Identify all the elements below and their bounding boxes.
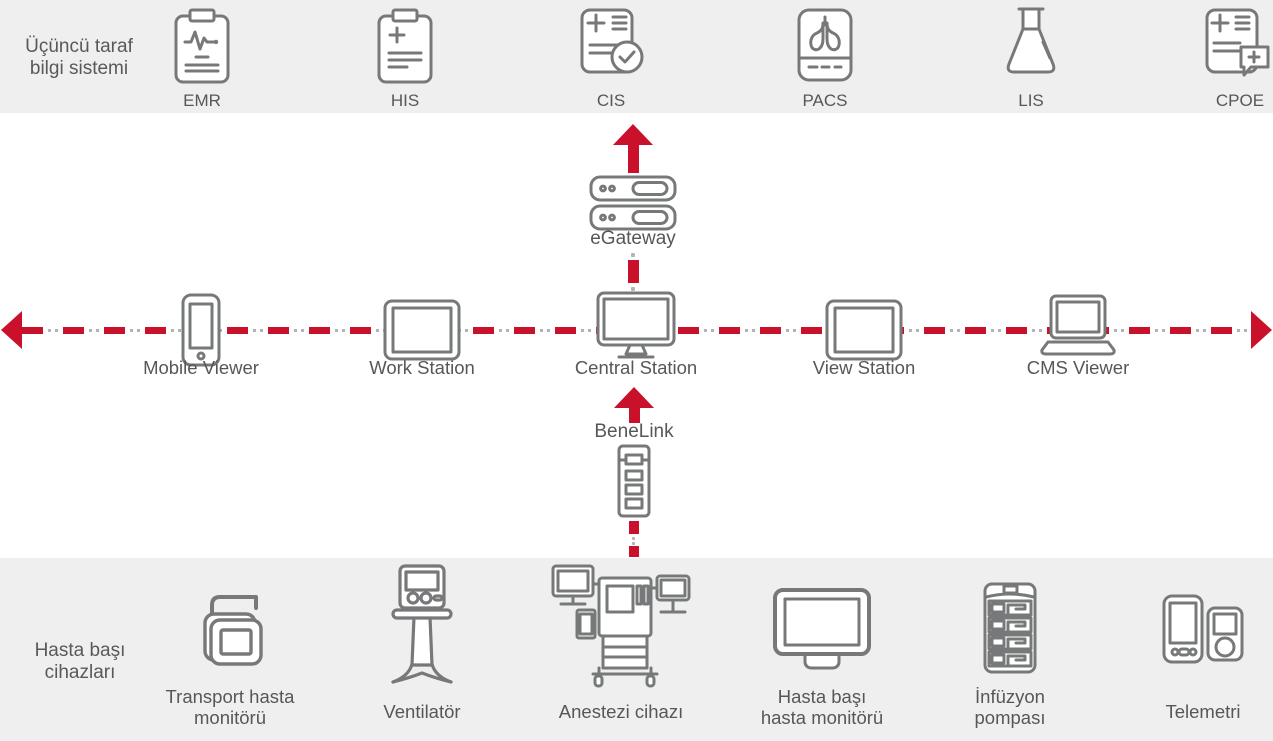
system-label-emr: EMR [183,91,221,110]
up-arrow-shaft [628,144,639,173]
bedside-band-title: Hasta başı cihazları [15,640,145,684]
device-label-work-station: Work Station [369,357,475,378]
benelink-connector-dash [629,521,639,534]
bedside-label-patient-monitor: Hasta başı hasta monitörü [761,686,883,728]
bedside-label-line2: hasta monitörü [760,707,884,728]
system-label-cis: CIS [596,91,626,110]
clipboard-ecg-icon [173,8,231,86]
document-check-icon [580,8,646,80]
ventilator-icon [383,564,461,690]
bedside-title-line1: Hasta başı [34,640,126,661]
third-party-title-line1: Üçüncü taraf [25,36,133,57]
bedside-title-line2: cihazları [44,662,116,683]
bedside-label-ventilator: Ventilatör [383,701,461,722]
system-label-pacs: PACS [802,91,848,110]
module-rack-icon [617,444,651,518]
device-label-mobile-viewer: Mobile Viewer [143,357,259,378]
server-stack-icon [589,175,677,231]
gateway-connector-dot [631,287,635,291]
third-party-title-line2: bilgi sistemi [29,58,129,79]
tablet-icon [383,299,461,361]
system-label-lis: LIS [1018,91,1044,110]
benelink-label: BeneLink [594,421,674,442]
system-label-cpoe: CPOE [1215,91,1265,110]
up-arrow-to-central-station [614,387,654,408]
bedside-label-transport: Transport hasta monitörü [166,686,295,728]
bedside-label-anesthesia: Anestezi cihazı [558,701,684,722]
transport-monitor-icon [197,590,263,666]
gateway-connector-dot [631,253,635,257]
bedside-monitor-icon [773,588,871,672]
benelink-connector-dash [629,546,639,557]
bedside-label-line2: pompası [974,707,1046,728]
gateway-label: eGateway [590,228,676,249]
system-label-his: HIS [390,91,420,110]
benelink-arrow-shaft [629,406,640,423]
up-arrow-to-cis [613,124,653,145]
lab-flask-icon [999,6,1063,82]
laptop-icon [1038,294,1118,356]
network-line-left-arrow [1,311,22,349]
desktop-monitor-icon [596,291,676,361]
device-label-cms-viewer: CMS Viewer [1026,357,1130,378]
infusion-pump-icon [982,578,1038,676]
tablet-icon [825,299,903,361]
lungs-display-icon [797,8,853,82]
bedside-label-line1: İnfüzyon [975,686,1045,707]
device-label-central-station: Central Station [574,357,698,378]
bedside-label-infusion: İnfüzyon pompası [975,686,1046,728]
third-party-band-title: Üçüncü taraf bilgi sistemi [8,36,150,80]
network-line-right-arrow [1251,311,1272,349]
bedside-label-line1: Hasta başı [777,686,867,707]
benelink-connector-dot [632,542,635,545]
device-label-view-station: View Station [812,357,916,378]
telemetry-icon [1162,594,1244,664]
anesthesia-machine-icon [551,562,691,690]
bedside-label-line2: monitörü [194,707,266,728]
gateway-connector-dash [628,260,639,283]
benelink-connector-dot [632,537,635,540]
bedside-label-line1: Transport hasta [165,686,295,707]
clipboard-plus-icon [376,8,434,86]
order-entry-icon [1205,8,1271,82]
bedside-label-telemetry: Telemetri [1165,701,1241,722]
smartphone-icon [181,293,221,367]
